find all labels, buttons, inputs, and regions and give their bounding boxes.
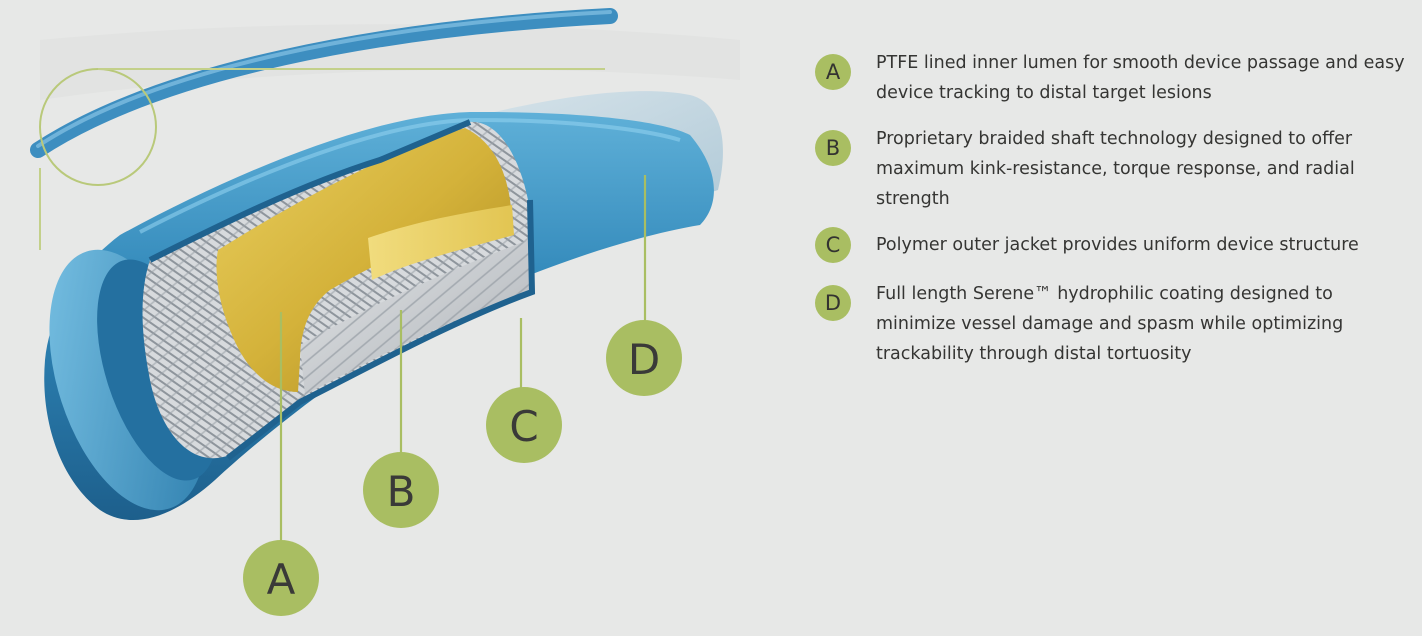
callout-letter-d: D	[628, 335, 660, 384]
legend-badge-a: A	[815, 54, 851, 90]
callout-letter-a: A	[267, 555, 296, 604]
legend-text-d: Full length Serene™ hydrophilic coating …	[876, 284, 1344, 364]
callout-badge-d: D	[606, 320, 682, 396]
legend-item-d: D Full length Serene™ hydrophilic coatin…	[815, 279, 1415, 369]
legend-text-c: Polymer outer jacket provides uniform de…	[876, 235, 1359, 255]
legend-item-b: B Proprietary braided shaft technology d…	[815, 124, 1415, 214]
legend-text-a: PTFE lined inner lumen for smooth device…	[876, 53, 1405, 103]
callout-badge-b: B	[363, 452, 439, 528]
magnifier-leader-line	[39, 68, 605, 250]
legend-badge-b: B	[815, 130, 851, 166]
legend-badge-c: C	[815, 227, 851, 263]
callout-letter-c: C	[509, 402, 538, 451]
legend-text-b: Proprietary braided shaft technology des…	[876, 129, 1355, 209]
legend-item-a: A PTFE lined inner lumen for smooth devi…	[815, 48, 1415, 108]
callout-letter-b: B	[387, 467, 416, 516]
callout-leaders	[279, 175, 647, 542]
callout-badge-a: A	[243, 540, 319, 616]
legend-badge-d: D	[815, 285, 851, 321]
legend-item-c: C Polymer outer jacket provides uniform …	[815, 227, 1415, 263]
ptfe-inner-lumen	[216, 128, 512, 392]
catheter-shaft-background	[30, 8, 618, 158]
background-shadow-band	[40, 24, 740, 100]
catheter-cutaway-diagram: A B C D	[30, 8, 740, 616]
callout-badge-c: C	[486, 387, 562, 463]
feature-legend: A PTFE lined inner lumen for smooth devi…	[815, 48, 1415, 385]
